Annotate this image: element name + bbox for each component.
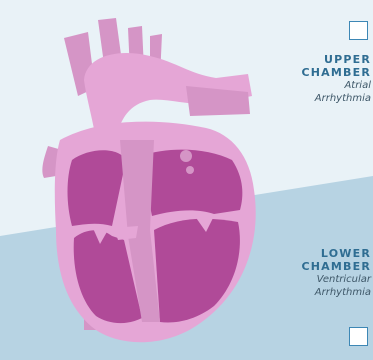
upper-chamber-title-line1: UPPER (301, 53, 371, 66)
lower-chamber-label: LOWER CHAMBER Ventricular Arrhythmia (301, 247, 371, 299)
lower-chamber-title-line2: CHAMBER (301, 260, 371, 273)
lower-chamber-subtitle-line2: Arrhythmia (301, 286, 371, 299)
upper-chamber-checkbox[interactable] (349, 21, 368, 40)
upper-chamber-label: UPPER CHAMBER Atrial Arrhythmia (301, 53, 371, 105)
left-atrium (140, 150, 242, 216)
upper-chamber-subtitle-line2: Arrhythmia (301, 92, 371, 105)
upper-chamber-subtitle-line1: Atrial (301, 79, 371, 92)
vessel-opening-2 (186, 166, 194, 174)
vessel-opening-1 (180, 150, 192, 162)
lower-chamber-title-line1: LOWER (301, 247, 371, 260)
upper-chamber-title-line2: CHAMBER (301, 66, 371, 79)
aortic-valve (114, 226, 138, 240)
lower-chamber-subtitle-line1: Ventricular (301, 273, 371, 286)
lower-chamber-checkbox[interactable] (349, 327, 368, 346)
